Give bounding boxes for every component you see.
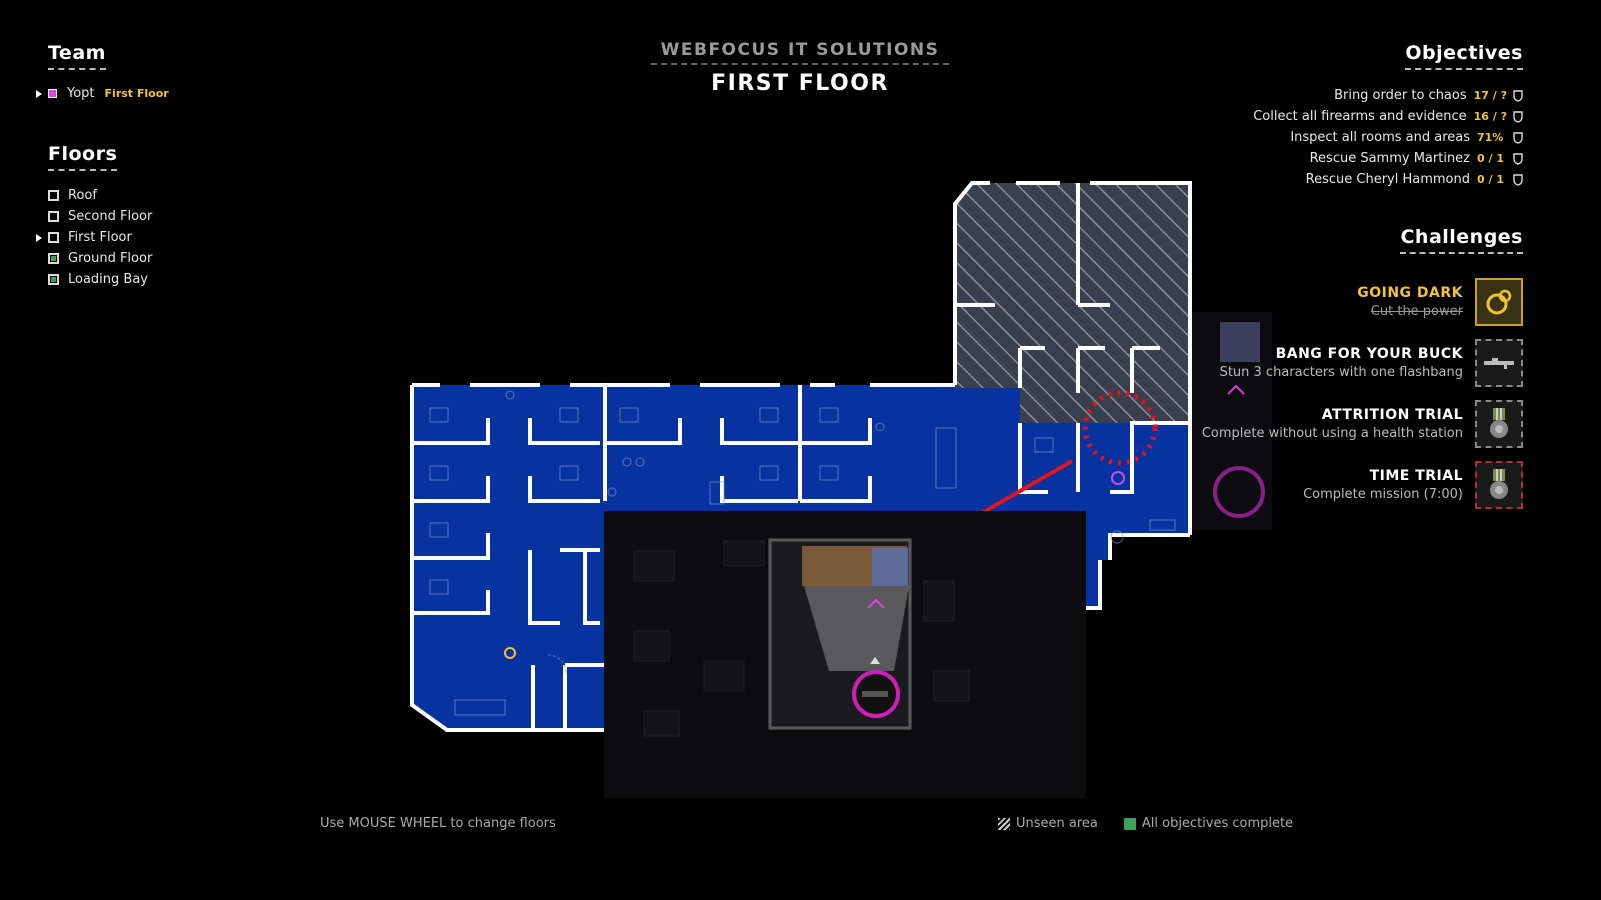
floor-label: Roof [68,188,97,203]
shield-icon [1513,173,1523,186]
player-marker-icon [1111,471,1125,485]
selected-arrow-icon [36,89,42,98]
objective-count: 0 / 1 [1477,173,1504,186]
hatch-icon [998,817,1010,830]
checkbox-icon [48,190,59,201]
objective-item: Rescue Sammy Martinez 0 / 1 [1103,148,1523,169]
objectives-panel: Objectives Bring order to chaos 17 / ? C… [1103,42,1523,190]
challenge-item: BANG FOR YOUR BUCK Stun 3 characters wit… [1103,332,1523,393]
camera-feed-side [1192,312,1272,530]
challenge-desc: Complete without using a health station [1201,425,1463,441]
legend-unseen-label: Unseen area [1016,816,1098,831]
objective-label: Rescue Cheryl Hammond [1305,172,1470,187]
challenge-desc: Stun 3 characters with one flashbang [1219,364,1463,380]
floor-label: Loading Bay [68,272,148,287]
objective-label: Rescue Sammy Martinez [1309,151,1470,166]
challenge-desc: Complete mission (7:00) [1303,486,1463,502]
mission-title: WEBFOCUS IT SOLUTIONS [650,40,950,65]
objective-label: Collect all firearms and evidence [1253,109,1467,124]
objectives-title: Objectives [1405,42,1523,70]
floors-title: Floors [48,143,118,171]
checkbox-checked-icon [48,274,59,285]
controls-hint: Use MOUSE WHEEL to change floors [320,816,556,831]
walls [410,181,1192,732]
challenge-name: GOING DARK [1357,284,1463,301]
floor-item-roof[interactable]: Roof [36,185,152,206]
shield-icon [1513,131,1523,144]
objective-count: 16 / ? [1473,110,1507,123]
floor-item-second-floor[interactable]: Second Floor [36,206,152,227]
challenge-item: TIME TRIAL Complete mission (7:00) [1103,454,1523,515]
selected-arrow-icon [36,233,42,242]
mission-header: WEBFOCUS IT SOLUTIONS FIRST FLOOR [600,40,1000,96]
challenges-panel: Challenges GOING DARK Cut the power BANG… [1103,226,1523,515]
objective-count: 17 / ? [1473,89,1507,102]
objective-count: 0 / 1 [1477,152,1504,165]
shield-icon [1513,110,1523,123]
medal-red-icon [1475,460,1523,509]
floor-item-loading-bay[interactable]: Loading Bay [36,269,152,290]
objective-item: Inspect all rooms and areas 71% [1103,127,1523,148]
challenge-name: TIME TRIAL [1369,467,1463,484]
rifle-icon [1475,338,1523,387]
challenge-name: ATTRITION TRIAL [1321,406,1463,423]
legend-complete-label: All objectives complete [1141,816,1294,831]
floor-label: Second Floor [68,209,153,224]
legend-complete: All objectives complete [1123,816,1294,831]
objective-item: Rescue Cheryl Hammond 0 / 1 [1103,169,1523,190]
shield-icon [1513,152,1523,165]
objective-count: 71% [1477,131,1504,144]
checkbox-icon [48,232,59,243]
floor-label: Ground Floor [68,251,153,266]
floors-panel: Floors Roof Second Floor First Floor Gro… [36,143,152,290]
checkbox-checked-icon [48,253,59,264]
team-title: Team [48,42,106,70]
challenge-item: GOING DARK Cut the power [1103,271,1523,332]
power-gear-icon [1475,277,1523,326]
map-legend: Unseen area All objectives complete [998,816,1319,831]
member-color-swatch [48,89,57,98]
objective-marker-icon [504,647,516,659]
checkbox-icon [48,211,59,222]
floor-item-first-floor[interactable]: First Floor [36,227,152,248]
challenge-desc: Cut the power [1370,303,1463,319]
legend-unseen: Unseen area [998,816,1098,831]
floor-item-ground-floor[interactable]: Ground Floor [36,248,152,269]
highlight-circle [1082,390,1158,466]
team-panel: Team Yopt First Floor [36,42,169,101]
objective-label: Inspect all rooms and areas [1290,130,1470,145]
camera-feed [604,511,1086,798]
challenge-item: ATTRITION TRIAL Complete without using a… [1103,393,1523,454]
member-floor: First Floor [104,87,169,100]
objective-label: Bring order to chaos [1334,88,1467,103]
team-member[interactable]: Yopt First Floor [36,86,169,101]
challenge-name: BANG FOR YOUR BUCK [1275,345,1463,362]
member-name: Yopt [67,86,95,101]
green-square-icon [1123,817,1136,830]
shield-icon [1513,89,1523,102]
medal-icon [1475,399,1523,448]
floor-label: First Floor [68,230,132,245]
objective-item: Bring order to chaos 17 / ? [1103,85,1523,106]
challenges-title: Challenges [1400,226,1523,254]
objective-item: Collect all firearms and evidence 16 / ? [1103,106,1523,127]
current-floor-title: FIRST FLOOR [711,71,889,96]
